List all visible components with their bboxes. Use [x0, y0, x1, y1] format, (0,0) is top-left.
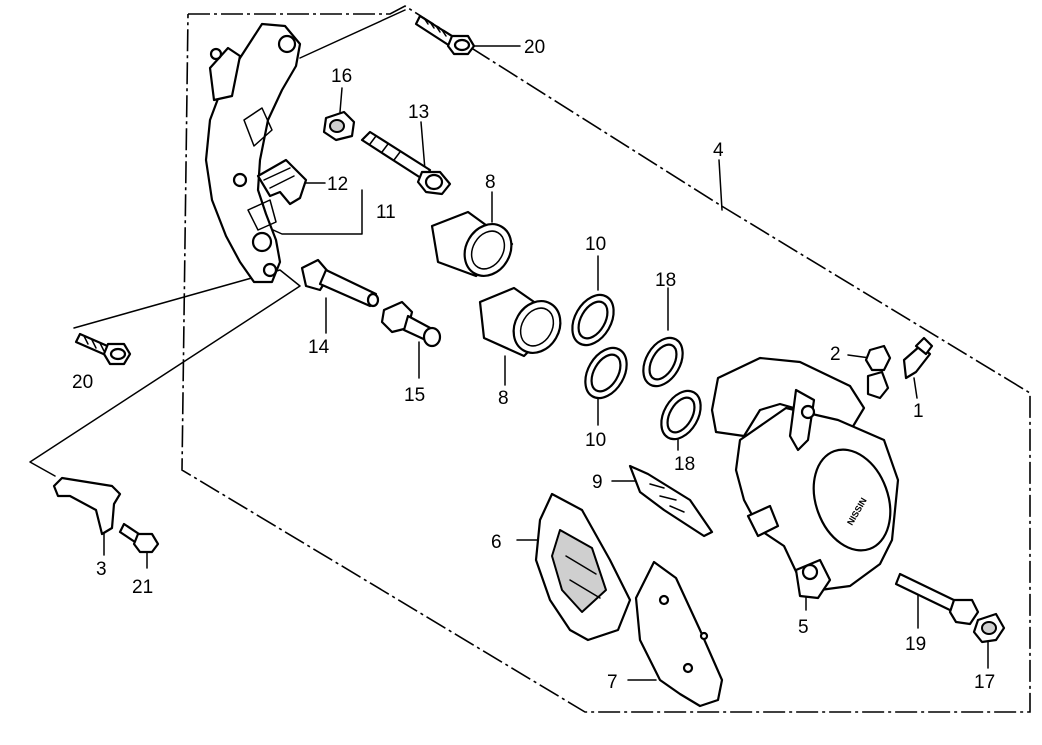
callout-9: 9	[592, 472, 603, 493]
callout-13: 13	[408, 102, 429, 123]
callout-21: 21	[132, 577, 153, 598]
bolt-15	[380, 300, 442, 348]
brake-pad-6	[534, 492, 632, 642]
callout-17: 17	[974, 672, 995, 693]
piston-seal-10-lower	[584, 346, 628, 400]
pad-pin-19	[894, 572, 980, 626]
callout-20-top: 20	[524, 37, 545, 58]
pad-shim-9	[628, 464, 714, 538]
bleeder-cap-2	[864, 344, 892, 400]
assembly-outline	[181, 5, 1031, 713]
callout-4: 4	[713, 140, 724, 161]
nut-16	[322, 110, 356, 142]
callout-11: 11	[376, 202, 396, 223]
bolt-21	[118, 522, 160, 554]
brake-pad-7	[634, 560, 724, 708]
callout-18-upper: 18	[655, 270, 676, 291]
dust-seal-18-upper	[642, 336, 684, 388]
leader-lines	[29, 45, 989, 681]
callout-19: 19	[905, 634, 926, 655]
callout-12: 12	[327, 174, 348, 195]
callout-10-lower: 10	[585, 430, 606, 451]
callout-7: 7	[607, 672, 618, 693]
callout-15: 15	[404, 385, 425, 406]
caliper-body-5: NISSIN	[710, 356, 900, 600]
pin-bolt-13	[360, 130, 452, 196]
piston-seal-10-upper	[571, 293, 615, 347]
pin-plug-17	[972, 612, 1006, 644]
callout-labels: 1 2 3 4 5 6 7 8 8 9 10 10 11 12 13 14 15…	[72, 37, 995, 693]
callout-10-upper: 10	[585, 234, 606, 255]
hose-clip-3	[52, 476, 122, 536]
callout-5: 5	[798, 617, 809, 638]
callout-1: 1	[913, 401, 924, 422]
callout-16: 16	[331, 66, 352, 87]
callout-20-left: 20	[72, 372, 93, 393]
callout-8-lower: 8	[498, 388, 509, 409]
bleed-valve-1	[902, 336, 934, 380]
callout-8-upper: 8	[485, 172, 496, 193]
bolt-20-left	[74, 332, 132, 366]
piston-upper	[430, 210, 514, 278]
pad-spring-clip	[256, 158, 308, 206]
bolt-20-top	[414, 14, 476, 56]
callout-18-lower: 18	[674, 454, 695, 475]
piston-lower	[478, 286, 562, 358]
pin-bolt-14	[300, 258, 380, 308]
callout-2: 2	[830, 344, 841, 365]
dust-seal-18-lower	[660, 389, 702, 441]
callout-14: 14	[308, 337, 330, 358]
callout-3: 3	[96, 559, 107, 580]
caliper-bracket	[204, 22, 302, 284]
callout-6: 6	[491, 532, 502, 553]
